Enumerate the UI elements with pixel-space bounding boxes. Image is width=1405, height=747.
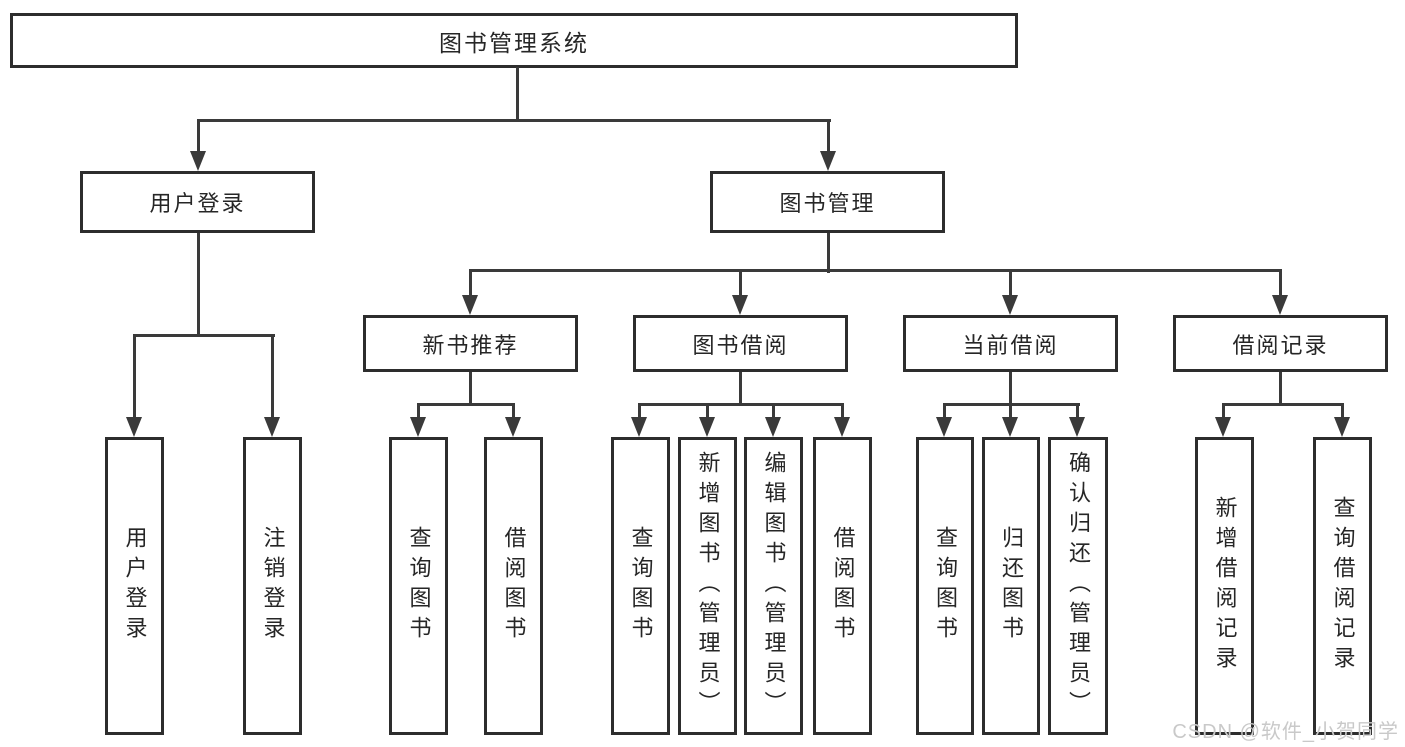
arrow-down-icon	[1002, 417, 1018, 437]
connector-line	[197, 233, 200, 337]
arrow-down-icon	[765, 417, 781, 437]
leaf-user-login: 用户登录	[105, 437, 164, 735]
connector-line	[469, 269, 1282, 272]
arrow-down-icon	[190, 151, 206, 171]
arrow-down-icon	[1215, 417, 1231, 437]
leaf-add-borrow-record: 新增借阅记录	[1195, 437, 1254, 735]
arrow-down-icon	[631, 417, 647, 437]
node-new-book-recommend: 新书推荐	[363, 315, 578, 372]
connector-line	[739, 269, 742, 297]
connector-line	[516, 67, 519, 121]
connector-line	[772, 403, 775, 419]
arrow-down-icon	[699, 417, 715, 437]
node-library-system: 图书管理系统	[10, 13, 1018, 68]
connector-line	[1009, 372, 1012, 406]
arrow-down-icon	[820, 151, 836, 171]
connector-line	[271, 334, 274, 419]
arrow-down-icon	[834, 417, 850, 437]
leaf-confirm-return-admin: 确认归还（管理员）	[1048, 437, 1108, 735]
arrow-down-icon	[732, 295, 748, 315]
connector-line	[469, 269, 472, 297]
connector-line	[197, 119, 831, 122]
leaf-return-book: 归还图书	[982, 437, 1040, 735]
connector-line	[1009, 403, 1012, 419]
connector-line	[417, 403, 420, 419]
leaf-borrow-book-recommend: 借阅图书	[484, 437, 543, 735]
connector-line	[841, 403, 844, 419]
leaf-edit-book-admin: 编辑图书（管理员）	[744, 437, 803, 735]
connector-line	[638, 403, 844, 406]
connector-line	[827, 233, 830, 273]
arrow-down-icon	[264, 417, 280, 437]
connector-line	[739, 372, 742, 406]
arrow-down-icon	[126, 417, 142, 437]
arrow-down-icon	[1069, 417, 1085, 437]
leaf-query-book-borrow: 查询图书	[611, 437, 670, 735]
leaf-logout: 注销登录	[243, 437, 302, 735]
connector-line	[943, 403, 946, 419]
arrow-down-icon	[1334, 417, 1350, 437]
connector-line	[1279, 372, 1282, 406]
node-user-login: 用户登录	[80, 171, 315, 233]
connector-line	[1076, 403, 1079, 419]
leaf-add-book-admin: 新增图书（管理员）	[678, 437, 737, 735]
connector-line	[469, 372, 472, 406]
connector-line	[1009, 269, 1012, 297]
leaf-query-book-recommend: 查询图书	[389, 437, 448, 735]
connector-line	[197, 119, 200, 155]
connector-line	[827, 119, 830, 155]
arrow-down-icon	[462, 295, 478, 315]
connector-line	[1222, 403, 1344, 406]
leaf-query-borrow-record: 查询借阅记录	[1313, 437, 1372, 735]
connector-line	[417, 403, 515, 406]
connector-line	[1279, 269, 1282, 297]
node-borrow-records: 借阅记录	[1173, 315, 1388, 372]
leaf-borrow-book: 借阅图书	[813, 437, 872, 735]
connector-line	[1222, 403, 1225, 419]
arrow-down-icon	[505, 417, 521, 437]
arrow-down-icon	[936, 417, 952, 437]
leaf-query-book-current: 查询图书	[916, 437, 974, 735]
watermark-text: CSDN @软件_小贺同学	[1172, 721, 1399, 743]
arrow-down-icon	[1002, 295, 1018, 315]
connector-line	[133, 334, 275, 337]
node-book-management: 图书管理	[710, 171, 945, 233]
connector-line	[1341, 403, 1344, 419]
arrow-down-icon	[410, 417, 426, 437]
node-current-borrow: 当前借阅	[903, 315, 1118, 372]
connector-line	[512, 403, 515, 419]
connector-line	[638, 403, 641, 419]
node-book-borrow: 图书借阅	[633, 315, 848, 372]
connector-line	[706, 403, 709, 419]
arrow-down-icon	[1272, 295, 1288, 315]
connector-line	[133, 334, 136, 419]
